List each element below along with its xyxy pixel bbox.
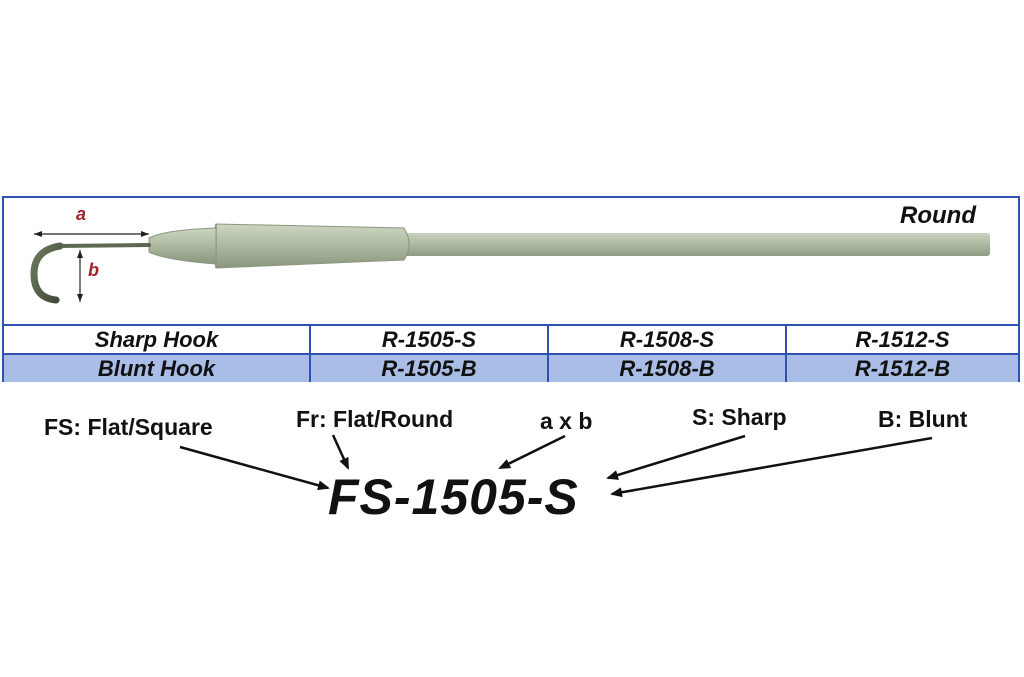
hook-code-table: Sharp Hook R-1505-S R-1508-S R-1512-S Bl… [4, 324, 1018, 382]
arrow-fr [331, 434, 350, 470]
arrow-axb [498, 434, 566, 470]
legend-flat-round: Fr: Flat/Round [296, 406, 454, 432]
hook-diagram-frame: a b Round Sharp Hook R-1505-S R-1508-S R… [2, 196, 1020, 382]
code-cell: R-1512-B [785, 353, 1018, 382]
legend-blunt: B: Blunt [878, 406, 968, 432]
hook-tool-drawing [30, 223, 990, 304]
row-label-sharp: Sharp Hook [4, 324, 310, 354]
arrow-fs [179, 445, 330, 491]
arrow-blunt [610, 436, 933, 498]
legend-flat-square: FS: Flat/Square [44, 414, 213, 440]
dimension-a-label: a [76, 204, 87, 224]
arrow-sharp [606, 434, 746, 480]
legend-sharp: S: Sharp [692, 404, 787, 430]
code-cell: R-1505-B [309, 353, 548, 382]
legend-a-x-b: a x b [540, 408, 593, 434]
dimension-b-label: b [88, 260, 99, 280]
code-cell: R-1505-S [309, 324, 548, 354]
row-label-blunt: Blunt Hook [4, 353, 310, 382]
table-row-blunt: Blunt Hook R-1505-B R-1508-B R-1512-B [4, 353, 1018, 382]
code-cell: R-1508-B [547, 353, 786, 382]
code-cell: R-1512-S [785, 324, 1018, 354]
hook-tip [30, 242, 64, 304]
code-cell: R-1508-S [547, 324, 786, 354]
profile-label: Round [900, 202, 976, 229]
tool-illustration: a b Round [4, 198, 1018, 324]
table-row-sharp: Sharp Hook R-1505-S R-1508-S R-1512-S [4, 324, 1018, 354]
hook-wire [56, 243, 151, 248]
example-code: FS-1505-S [328, 469, 579, 525]
tool-shaft [404, 233, 990, 256]
tool-collar [148, 227, 217, 265]
